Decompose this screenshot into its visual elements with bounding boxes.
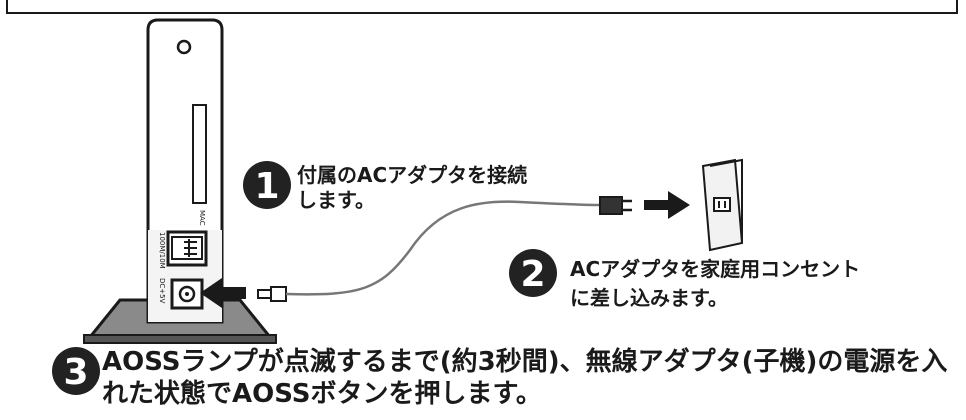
wall-outlet	[701, 158, 744, 252]
dc-port	[170, 278, 204, 310]
power-led-icon	[176, 39, 192, 55]
step-badge-3: 3	[52, 347, 100, 395]
step-badge-1: 1	[243, 161, 291, 209]
card-slot	[192, 104, 207, 204]
lan-port	[166, 230, 208, 267]
ac-adapter	[599, 196, 632, 215]
step-badge-2: 2	[509, 249, 557, 297]
dc-label: DC+5V	[158, 278, 166, 304]
svg-text:1: 1	[254, 166, 279, 207]
dc-plug	[257, 286, 287, 302]
plug-in-arrow-icon	[644, 191, 690, 219]
step-1-text: 付属のACアダプタを接続 します。	[297, 163, 528, 212]
mac-label: MAC	[198, 210, 206, 226]
top-frame	[6, 0, 958, 14]
svg-text:2: 2	[520, 254, 545, 295]
router-device: MAC 100M/10M DC+5V	[146, 18, 224, 324]
insert-arrow-icon	[200, 278, 246, 308]
power-cable	[285, 200, 601, 296]
lan-label: 100M/10M	[158, 232, 166, 269]
step-3-text: AOSSランプが点滅するまで(約3秒間)、無線アダプタ(子機)の電源を入 れた状…	[102, 347, 948, 409]
svg-text:3: 3	[63, 352, 88, 393]
step-2-text: ACアダプタを家庭用コンセント に差し込みます。	[570, 257, 861, 310]
